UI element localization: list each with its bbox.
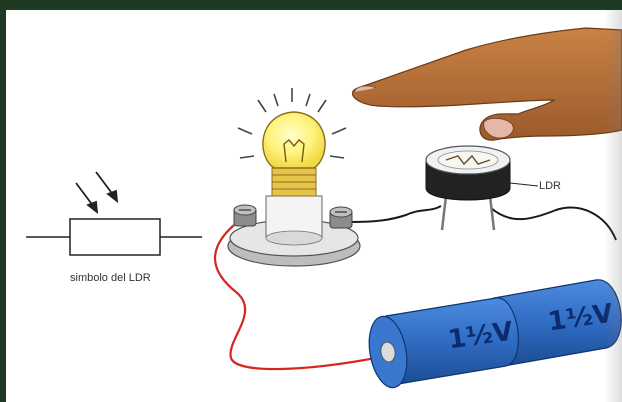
black-wire-ldr-battery xyxy=(490,206,617,241)
ldr-component xyxy=(425,145,539,231)
lamp-holder xyxy=(227,195,361,267)
circuit-diagram xyxy=(26,27,622,389)
ldr-symbol-caption: simbolo del LDR xyxy=(70,272,151,284)
hand-icon xyxy=(352,27,622,141)
symbol-resistor-body xyxy=(69,218,161,256)
light-arrows-icon xyxy=(75,171,119,214)
ldr-label: LDR xyxy=(539,180,562,192)
light-rays xyxy=(237,88,347,159)
ldr-schematic-symbol xyxy=(26,171,202,256)
black-wire-lamp-ldr xyxy=(350,205,442,223)
red-wire xyxy=(214,224,387,371)
terminal-screw-right xyxy=(329,206,353,229)
page-edge-shadow xyxy=(604,10,622,402)
battery-1 xyxy=(368,297,519,389)
diagram-frame: simbolo del LDR LDR 1½V 1½V xyxy=(6,10,622,402)
battery-pack xyxy=(368,279,622,389)
battery-terminal xyxy=(380,341,396,363)
terminal-screw-left xyxy=(233,204,257,227)
light-bulb-icon xyxy=(237,88,347,197)
